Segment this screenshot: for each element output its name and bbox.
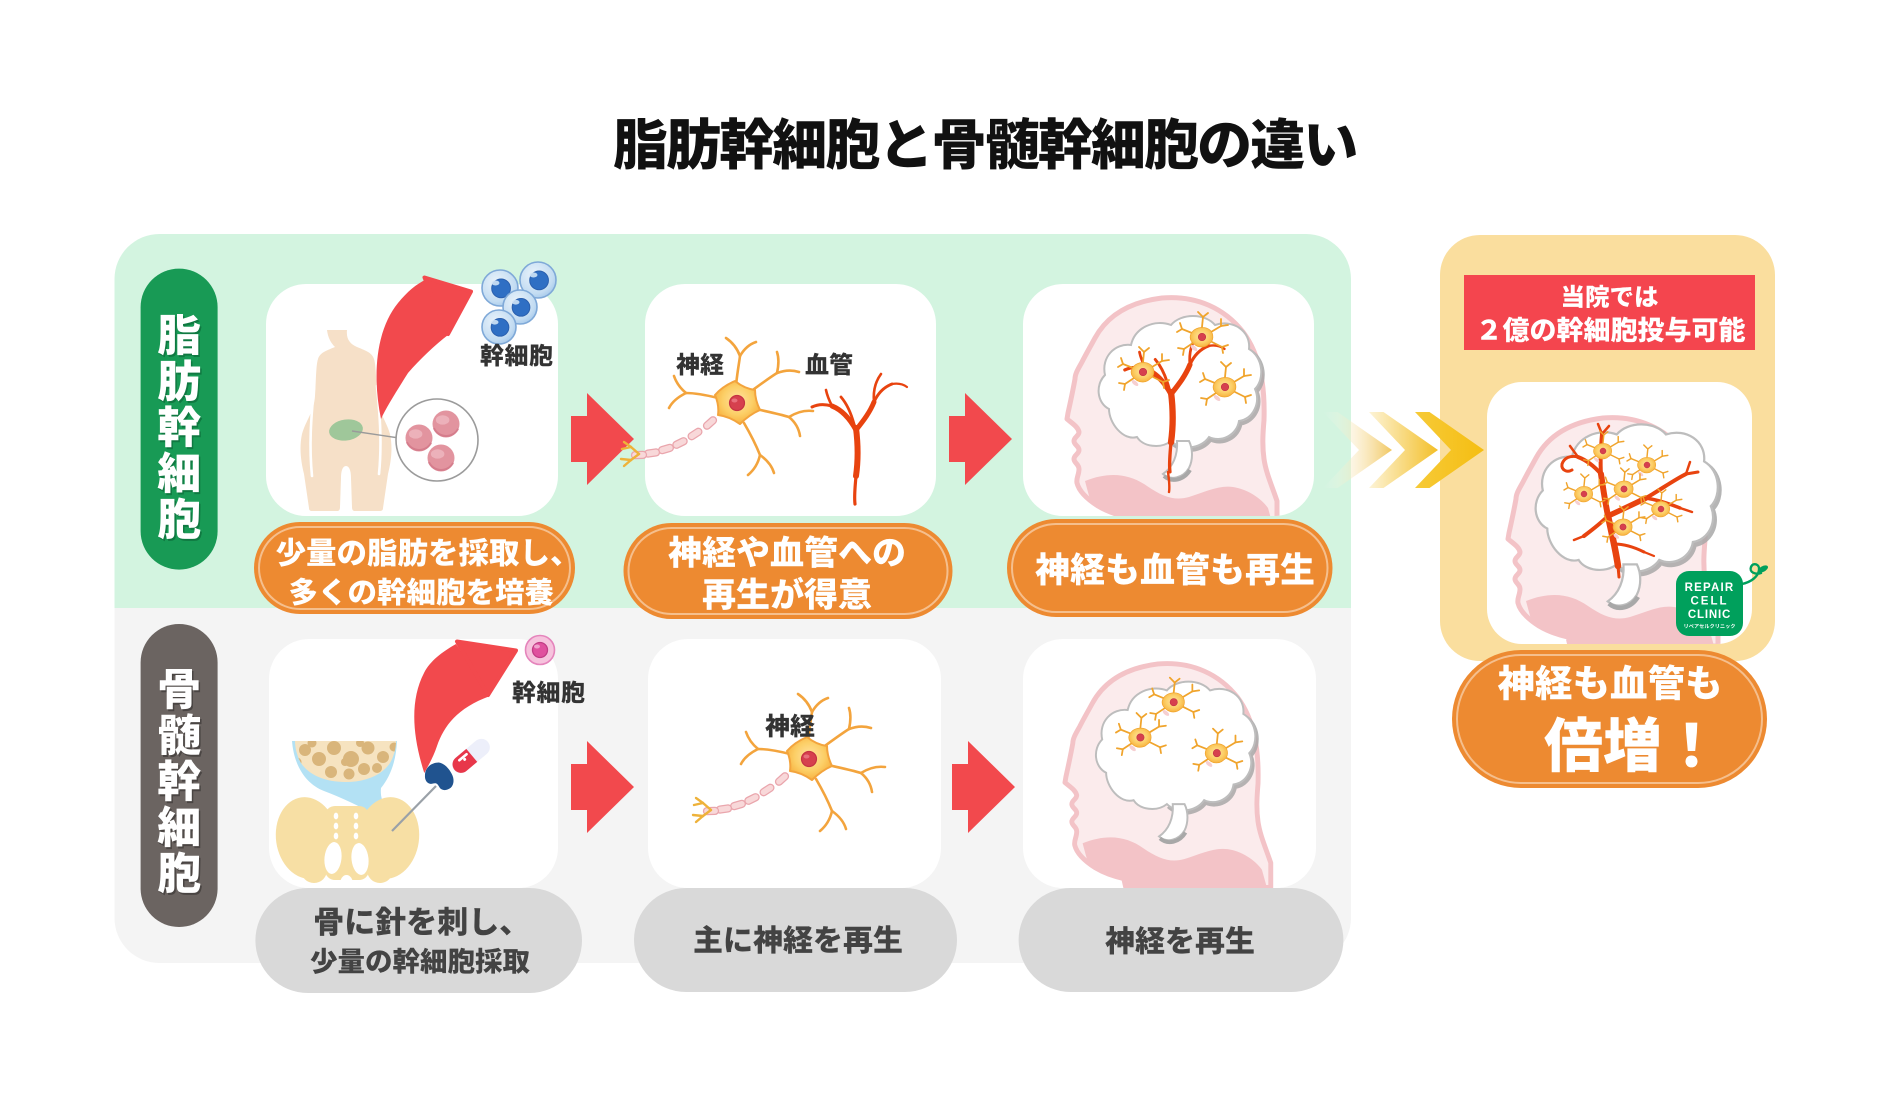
svg-text:CELL: CELL <box>1690 596 1728 608</box>
svg-text:REPAIR: REPAIR <box>1685 582 1735 594</box>
svg-text:CLINIC: CLINIC <box>1688 609 1731 621</box>
